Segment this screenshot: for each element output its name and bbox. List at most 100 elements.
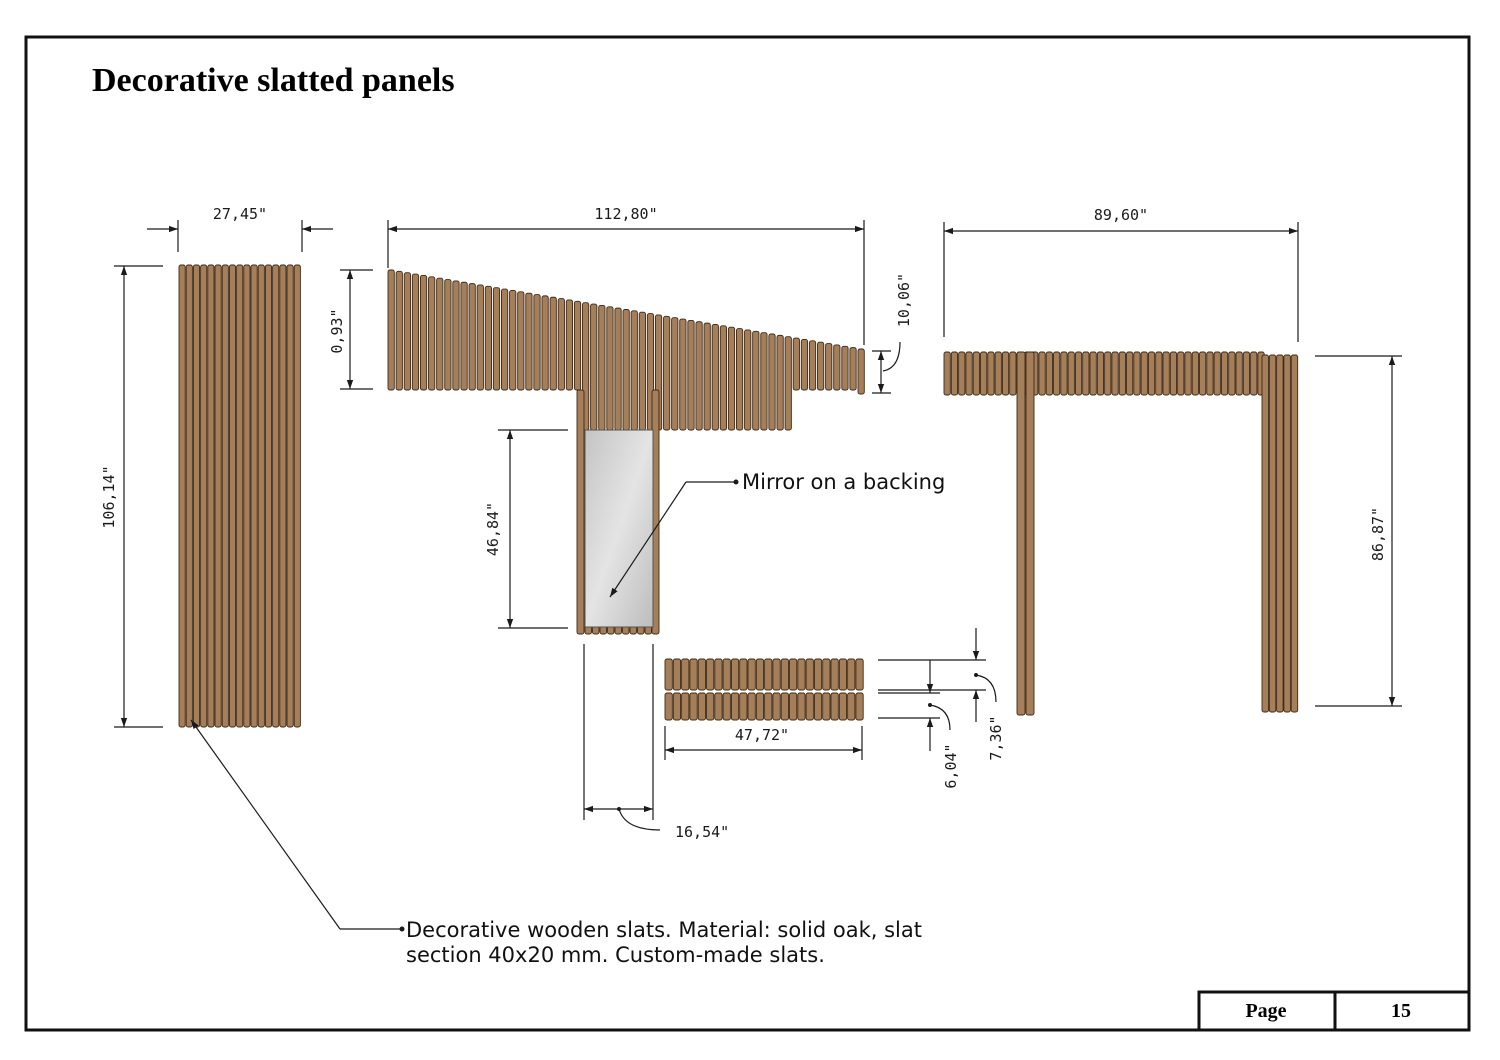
wood-slat-middle-panel (857, 348, 865, 395)
wood-slat-middle-panel (557, 298, 565, 391)
wood-slat-lower-row (855, 658, 864, 691)
wood-slat-right-top (1140, 351, 1148, 396)
wood-slat-left-panel (178, 264, 186, 728)
dim-width-middle-panel: 112,80" (594, 205, 657, 223)
wood-slat-lower-row (780, 692, 789, 721)
dim-height-mirror: 46,84" (484, 502, 502, 556)
wood-slat-lower-row (813, 692, 823, 721)
wood-slat-middle-panel (468, 283, 476, 391)
callout-mirror (609, 479, 739, 598)
wood-slat-middle-panel (419, 274, 428, 391)
wood-slat-lower-row (730, 692, 740, 721)
wood-slat-lower-row (772, 692, 781, 721)
dim-row-height-small: 6,04" (942, 743, 960, 788)
wood-slat-lower-row (697, 692, 706, 721)
title-block (1197, 990, 1471, 1032)
dim-width-left-panel: 27,45" (213, 205, 267, 223)
wood-slat-middle-panel (671, 317, 679, 431)
wood-slat-middle-panel (549, 296, 557, 391)
wood-slat-middle-panel (606, 306, 614, 431)
wood-slat-middle-panel (768, 333, 776, 431)
wood-slat-middle-panel (808, 340, 817, 391)
wood-slat-lower-row (672, 658, 682, 691)
wood-slat-left-panel (236, 264, 244, 728)
wood-slat-right-top (950, 351, 959, 396)
wood-slat-lower-row (714, 658, 723, 691)
wood-slat-right-top (1169, 351, 1178, 396)
wood-slat-lower-row (706, 658, 715, 691)
wood-slat-left-panel (207, 264, 215, 728)
dim-width-mirror-column: 16,54" (675, 823, 729, 841)
wood-slat-middle-panel (792, 337, 800, 391)
wood-slat-right-leg (1261, 354, 1269, 713)
wood-slat-middle-panel (630, 310, 638, 431)
wood-slat-right-top (1242, 351, 1251, 396)
wood-slat-middle-panel (735, 328, 744, 431)
wood-slat-right-top (1184, 351, 1192, 396)
wood-slat-right-top (1250, 351, 1258, 396)
wood-slat-left-panel (214, 264, 222, 728)
wood-slat-right-top (1067, 351, 1075, 396)
wood-slat-lower-row (722, 658, 731, 691)
wood-slat-right-top (1074, 351, 1083, 396)
wood-slat-middle-panel (452, 280, 460, 391)
wood-slat-middle-panel (500, 288, 509, 391)
wood-slat-middle-panel (760, 332, 768, 431)
wood-slat-middle-panel (509, 289, 517, 391)
wood-slat-left-panel (257, 264, 265, 728)
wood-slat-middle-panel (841, 345, 849, 391)
wood-slat-right-top (1199, 351, 1207, 396)
wood-slat-left-panel (192, 264, 201, 728)
wood-slat-lower-row (813, 658, 823, 691)
wood-slat-right-leg (1268, 354, 1277, 713)
wood-slat-left-panel (228, 264, 237, 728)
wood-slat-right-top (1177, 351, 1185, 396)
wood-slat-middle-panel (565, 299, 574, 391)
wood-slat-middle-panel (825, 343, 833, 391)
wood-slat-lower-row (664, 692, 673, 721)
wood-slat-middle-panel (638, 311, 646, 431)
wood-slat-right-top (1206, 351, 1214, 396)
wood-slat-middle-panel (598, 304, 606, 431)
wood-slat-middle-panel (663, 315, 671, 431)
wood-slat-lower-row (755, 692, 765, 721)
wood-slat-middle-panel (403, 272, 411, 391)
wood-slat-lower-row (847, 658, 856, 691)
wood-slat-right-top (965, 351, 973, 396)
wood-slat-left-panel (272, 264, 280, 728)
sheet-border (24, 35, 1471, 1032)
wood-slat-right-top (1053, 351, 1061, 396)
wood-slat-middle-panel (428, 276, 436, 391)
wood-slat-lower-row (822, 692, 831, 721)
wood-slat-left-panel (264, 264, 273, 728)
wood-slat-right-top (1060, 351, 1068, 396)
wood-slat-right-top (1104, 351, 1112, 396)
wood-slat-lower-row (681, 692, 690, 721)
wood-slat-lower-row (780, 658, 789, 691)
wood-slat-right-top (1082, 351, 1090, 396)
wood-slat-middle-panel (387, 269, 395, 391)
wood-slat-right-leg (1290, 354, 1299, 713)
wood-slat-right-leg (1016, 351, 1026, 716)
wood-slat-middle-panel (436, 277, 444, 391)
slats-note-line2: section 40x20 mm. Custom-made slats. (406, 943, 825, 967)
wood-slat-lower-row (697, 658, 706, 691)
mirror-label: Mirror on a backing (742, 470, 945, 494)
wood-slat-middle-panel (517, 291, 525, 391)
wood-slat-right-top (1155, 351, 1163, 396)
wood-slat-middle-panel (590, 303, 598, 431)
dim-width-lower-slats: 47,72" (735, 726, 789, 744)
wood-slat-middle-panel (817, 341, 825, 391)
wood-slat-lower-row (789, 692, 798, 721)
wood-slat-lower-row (747, 658, 756, 691)
wood-slat-lower-row (772, 658, 781, 691)
wood-slat-right-top (1162, 351, 1170, 396)
wood-slat-lower-row (689, 692, 698, 721)
wood-slat-right-leg (1025, 351, 1035, 716)
wood-slat-right-top (1096, 351, 1105, 396)
wood-slat-right-top (1126, 351, 1134, 396)
wood-slat-right-top (1235, 351, 1243, 396)
wood-slat-left-panel (250, 264, 258, 728)
dim-height-left-panel: 106,14" (100, 465, 118, 528)
wood-slat-right-leg (1276, 354, 1284, 713)
